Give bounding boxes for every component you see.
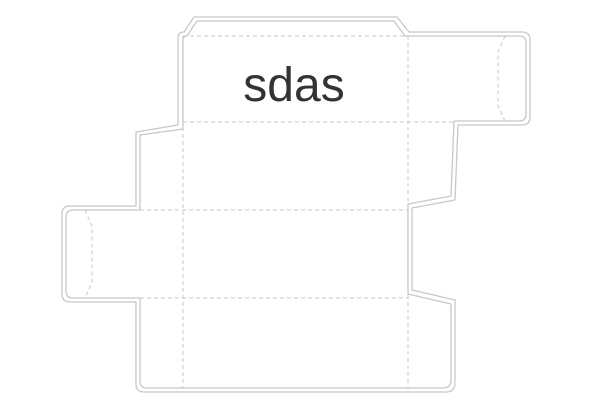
panel-label: sdas bbox=[243, 59, 345, 112]
dieline-outer-cut bbox=[61, 16, 531, 393]
dieline-inner-cut bbox=[65, 20, 527, 389]
fold-left-tuck bbox=[84, 209, 93, 299]
fold-right-tuck bbox=[497, 35, 506, 122]
